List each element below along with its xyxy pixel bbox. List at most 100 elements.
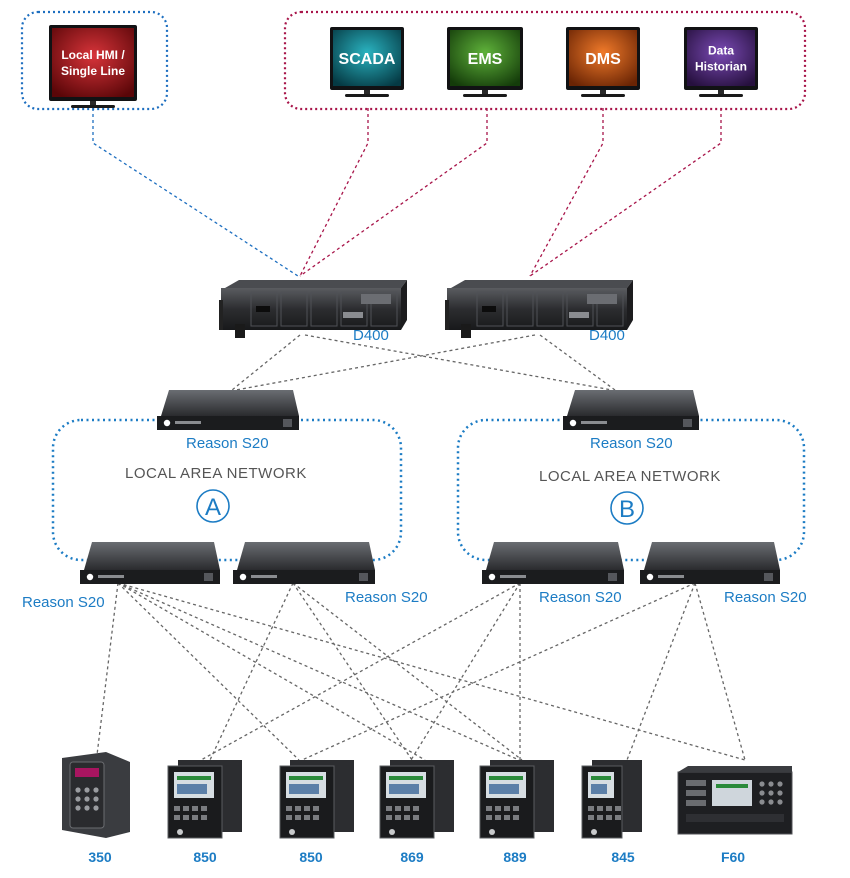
relay-keypad-button [588, 815, 594, 820]
gateway-rack-ear [445, 300, 449, 330]
relay-top-face [678, 766, 792, 772]
relay-keypad-button [174, 815, 180, 820]
switch-top-face [161, 390, 299, 416]
relay-keypad-button [93, 796, 99, 802]
relay-display-chart [389, 784, 419, 794]
scada-monitor: SCADA [330, 27, 404, 97]
relay-keypad-button [84, 796, 90, 802]
hmi-group-outline [20, 10, 169, 111]
ems-monitor: EMS [447, 27, 523, 97]
relay-keypad-button [486, 815, 492, 820]
relay-keypad-button [513, 806, 519, 811]
relay-keypad-button [84, 787, 90, 793]
historian-monitor-stand [699, 94, 743, 97]
lan-a-title: LOCAL AREA NETWORK [125, 465, 307, 482]
switch-a-edge1-switch [80, 542, 220, 584]
link-ems-d400 [299, 108, 488, 277]
relay-keypad-button [504, 815, 510, 820]
switch-a-core-label: Reason S20 [186, 435, 269, 452]
switch-a-core-switch [157, 390, 299, 430]
ems-monitor-neck [482, 90, 488, 94]
relay-keypad-button [395, 806, 401, 811]
relay-display-bar [591, 776, 611, 780]
relay-keypad-button [615, 806, 621, 811]
scada-monitor-label: SCADA [339, 51, 396, 68]
switch-brand-plate [251, 575, 277, 578]
gateway-module-slot [596, 291, 624, 327]
gateway-port-block [587, 294, 617, 304]
relay-keypad-button [304, 806, 310, 811]
gateway-module-slot [310, 291, 338, 327]
historian-monitor-screen [687, 30, 755, 86]
relay-display-chart [289, 784, 319, 794]
switch-b-edge2-switch [640, 542, 780, 584]
relay-display-bar [489, 776, 523, 780]
dev-850b-relay [279, 760, 354, 839]
dev-850a-label: 850 [193, 849, 217, 865]
relay-keypad-button [395, 815, 401, 820]
relay-logo-icon [389, 829, 395, 835]
dev-889-relay [479, 760, 554, 839]
gateway-top-face [451, 280, 633, 288]
historian-monitor-label: Historian [695, 60, 747, 74]
scada-monitor-neck [364, 90, 370, 94]
switch-b-edge2-label: Reason S20 [724, 589, 807, 606]
switch-logo-icon [239, 573, 247, 581]
relay-keypad-button [93, 805, 99, 811]
relay-display-bar [389, 776, 423, 780]
relay-logo-icon [591, 829, 597, 835]
hmi-monitor: Local HMI /Single Line [49, 25, 137, 108]
dms-monitor-label: DMS [585, 51, 621, 68]
gateway-side-panel [401, 280, 407, 330]
relay-keypad-button [777, 781, 783, 787]
lan-a-badge [196, 489, 230, 523]
relay-display [712, 780, 752, 806]
relay-keypad-button [513, 815, 519, 820]
gateway-drive-bay [256, 306, 270, 312]
relay-logo-icon [177, 829, 183, 835]
dms-monitor: DMS [566, 27, 640, 97]
relay-keypad-button [192, 806, 198, 811]
scada-monitor-screen [333, 30, 401, 86]
gateway-usb-ports [569, 312, 589, 318]
switch-b-edge1-switch [482, 542, 624, 584]
switch-top-face [84, 542, 220, 570]
relay-keypad-button [606, 815, 612, 820]
switch-port-icon [359, 573, 368, 581]
switch-a-edge1-label: Reason S20 [22, 594, 105, 611]
relay-led-strip [686, 790, 706, 796]
link-d400l-s20a [231, 334, 301, 391]
relay-logo-icon [489, 829, 495, 835]
relay-keypad-button [386, 815, 392, 820]
link-d400r-s20a [235, 334, 536, 391]
relay-keypad-button [495, 806, 501, 811]
relay-keypad-button [404, 806, 410, 811]
dev-850a-relay [167, 760, 242, 839]
switch-front-face [233, 570, 375, 584]
switch-port-icon [204, 573, 213, 581]
gateway-module-slot [250, 291, 278, 327]
relay-keypad-button [759, 781, 765, 787]
switch-b-edge1-label: Reason S20 [539, 589, 622, 606]
switch-a-edge2-switch [233, 542, 375, 584]
relay-keypad-button [413, 815, 419, 820]
relay-keypad-button [759, 790, 765, 796]
switch-brand-plate [500, 575, 526, 578]
lan-b-letter: B [619, 496, 635, 523]
relay-display-bar [289, 776, 323, 780]
relay-display-bar [177, 776, 211, 780]
gateway-handle [235, 324, 245, 338]
switch-a-edge2-label: Reason S20 [345, 589, 428, 606]
relay-keypad-button [597, 815, 603, 820]
gateway-module-slot [566, 291, 594, 327]
gateway-top-face [225, 280, 407, 288]
switch-logo-icon [488, 573, 496, 581]
switch-front-face [157, 416, 299, 430]
relay-led-strip [686, 780, 706, 786]
gateway-usb-ports [343, 312, 363, 318]
lan-b-badge [610, 491, 644, 525]
switch-top-face [644, 542, 780, 570]
relay-keypad-button [386, 806, 392, 811]
relay-keypad-button [286, 806, 292, 811]
